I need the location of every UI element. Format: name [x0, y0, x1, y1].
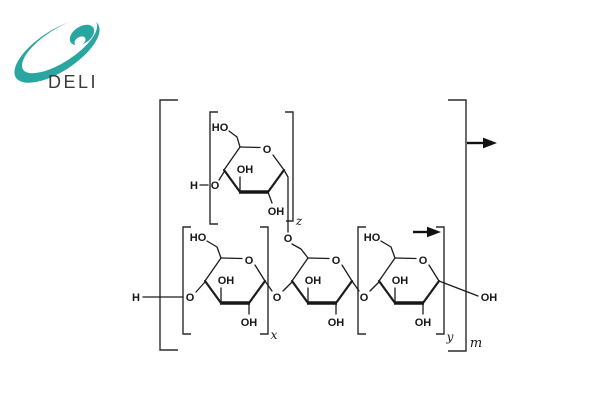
atom-label-oh: OH — [415, 317, 432, 329]
ring-edge — [291, 257, 309, 282]
ring-edge — [203, 279, 223, 305]
y-bracket-left — [357, 226, 366, 335]
bond — [282, 281, 293, 292]
ring-edge — [290, 279, 310, 305]
bond — [267, 191, 273, 204]
atom-label-ring-o: O — [419, 255, 428, 267]
atom-label-ho: HO — [364, 232, 381, 244]
ring-edge — [377, 279, 397, 305]
ring-edge — [378, 257, 396, 282]
bond — [351, 280, 360, 292]
subscript-y: y — [446, 330, 454, 344]
atom-label-h: H — [190, 180, 198, 192]
atom-label-ring-o: O — [263, 144, 272, 156]
atom-label-h: H — [132, 292, 140, 304]
atom-label-oh: OH — [237, 164, 254, 176]
ring-y: O HO OH OH OH — [364, 232, 498, 329]
z-bracket-left — [209, 111, 218, 225]
outer-bracket-left — [159, 99, 178, 351]
ring-x: H O O HO OH OH O — [132, 232, 282, 329]
atom-label-ho: HO — [212, 122, 229, 134]
bond — [438, 280, 479, 297]
subscript-z: z — [295, 214, 303, 228]
atom-label-oh: OH — [328, 317, 345, 329]
polysaccharide-structure: m z x y O HO — [132, 99, 498, 352]
logo-droplet-icon — [69, 24, 95, 46]
ring-edge — [272, 154, 285, 171]
ring-edge — [421, 279, 441, 305]
bond — [206, 240, 222, 259]
atom-label-o: O — [273, 292, 282, 304]
atom-label-ring-o: O — [245, 255, 254, 267]
ring-edge — [428, 264, 440, 282]
x-bracket-right — [260, 226, 269, 335]
ring-middle: O OH OH O — [282, 255, 369, 329]
subscript-m: m — [470, 336, 482, 351]
z-bracket-right — [285, 111, 294, 222]
ring-edge — [254, 264, 266, 282]
bond — [283, 169, 289, 233]
ring-edge — [223, 146, 241, 171]
atom-label-oh: OH — [481, 292, 498, 304]
atom-label-oh: OH — [218, 275, 235, 287]
atom-label-o: O — [360, 292, 369, 304]
atom-label-oh: OH — [241, 317, 258, 329]
bond — [291, 243, 309, 259]
y-bracket-right — [436, 226, 445, 335]
bond — [369, 281, 380, 292]
logo-brand-text: DELI — [48, 72, 98, 92]
ring-z-branch: O HO H O OH OH — [190, 122, 286, 218]
x-bracket-left — [182, 226, 191, 335]
atom-label-o: O — [186, 292, 195, 304]
ring-edge — [341, 264, 353, 282]
atom-label-ho: HO — [190, 232, 207, 244]
bond — [195, 281, 206, 293]
droplet-notch — [74, 36, 86, 46]
ring-edge — [204, 257, 222, 282]
atom-label-o: O — [211, 180, 220, 192]
atom-label-oh: OH — [305, 275, 322, 287]
bond — [218, 171, 225, 181]
atom-label-ring-o: O — [332, 255, 341, 267]
bond — [380, 240, 396, 259]
ring-edge — [394, 257, 417, 260]
subscript-x: x — [271, 328, 278, 342]
ring-edge — [222, 168, 242, 194]
ring-edge — [239, 146, 261, 149]
ring-edge — [266, 168, 286, 194]
atom-label-oh: OH — [392, 275, 409, 287]
branch-arrow-icon — [413, 226, 441, 238]
atom-label-o: O — [284, 233, 293, 245]
deli-logo: DELI — [14, 18, 100, 92]
ring-edge — [307, 257, 330, 260]
outer-bracket-right — [448, 99, 467, 352]
ring-edge — [334, 279, 354, 305]
ring-edge — [247, 279, 267, 305]
outer-arrow-icon — [467, 137, 497, 149]
bond — [264, 280, 273, 292]
branch-linkage: O — [283, 169, 309, 259]
bond — [228, 130, 241, 148]
atom-label-oh: OH — [268, 206, 285, 218]
ring-edge — [220, 257, 243, 260]
